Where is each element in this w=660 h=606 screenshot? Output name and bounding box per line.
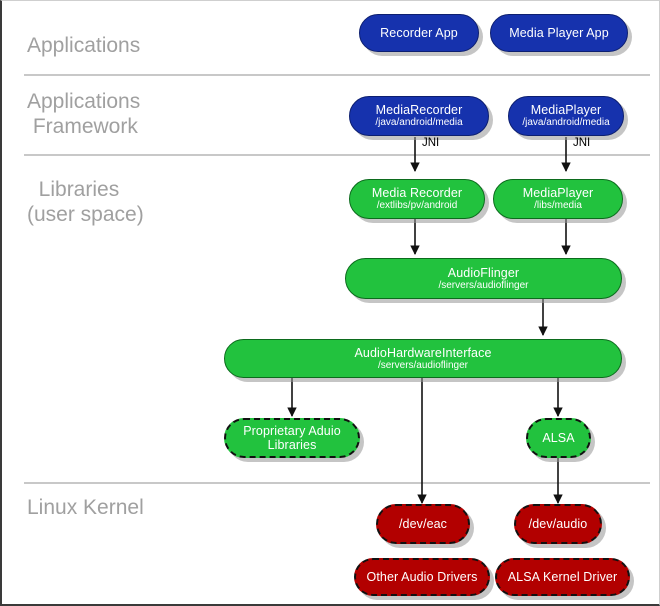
node-dev-eac[interactable]: /dev/eac (376, 504, 470, 544)
node-subtitle: /servers/audioflinger (438, 279, 529, 291)
node-alsa-kernel-driver[interactable]: ALSA Kernel Driver (495, 558, 630, 596)
connectors (287, 137, 571, 504)
node-subtitle: /java/android/media (375, 117, 463, 128)
node-title: AudioFlinger (447, 265, 520, 280)
node-audioflinger[interactable]: AudioFlinger /servers/audioflinger (345, 258, 622, 299)
layer-label-libraries: Libraries (user space) (27, 178, 144, 226)
edge-label-jni-recorder: JNI (422, 137, 440, 149)
node-title: Recorder App (380, 26, 458, 40)
layer-label-applications: Applications (27, 34, 141, 57)
node-title: Other Audio Drivers (366, 570, 478, 584)
node-title: Media Recorder (371, 186, 463, 200)
node-audiohardwareinterface[interactable]: AudioHardwareInterface /servers/audiofli… (224, 339, 622, 378)
node-title: ALSA (542, 431, 575, 445)
node-title: Media Player App (509, 26, 609, 40)
node-title: ALSA Kernel Driver (507, 570, 618, 584)
node-title: MediaRecorder (375, 103, 463, 117)
edge-label-jni-player: JNI (573, 137, 591, 149)
node-subtitle: Libraries (267, 438, 317, 452)
node-media-player-app[interactable]: Media Player App (490, 14, 628, 52)
node-title: /dev/eac (398, 517, 448, 531)
node-dev-audio[interactable]: /dev/audio (514, 504, 602, 544)
layer-dividers (24, 74, 650, 484)
node-subtitle: /extlibs/pv/android (376, 200, 458, 211)
node-alsa[interactable]: ALSA (526, 418, 591, 458)
node-subtitle: /servers/audioflinger (377, 359, 469, 371)
node-mediarecorder-framework[interactable]: MediaRecorder /java/android/media (349, 96, 489, 136)
node-title: AudioHardwareInterface (354, 345, 492, 360)
node-mediaplayer-framework[interactable]: MediaPlayer /java/android/media (508, 96, 624, 136)
node-media-recorder-lib[interactable]: Media Recorder /extlibs/pv/android (349, 179, 485, 219)
node-title: Proprietary Aduio (243, 424, 341, 438)
node-subtitle: /libs/media (534, 200, 582, 211)
layer-label-applications-framework: Applications Framework (27, 90, 141, 138)
node-subtitle: /java/android/media (522, 117, 610, 128)
node-recorder-app[interactable]: Recorder App (359, 14, 479, 52)
node-title: MediaPlayer (522, 186, 594, 200)
layer-label-linux-kernel: Linux Kernel (27, 496, 144, 519)
node-other-audio-drivers[interactable]: Other Audio Drivers (354, 558, 490, 596)
node-title: /dev/audio (528, 517, 588, 531)
node-title: MediaPlayer (530, 103, 602, 117)
node-proprietary-audio-libraries[interactable]: Proprietary Aduio Libraries (224, 418, 360, 458)
node-mediaplayer-lib[interactable]: MediaPlayer /libs/media (493, 179, 623, 219)
